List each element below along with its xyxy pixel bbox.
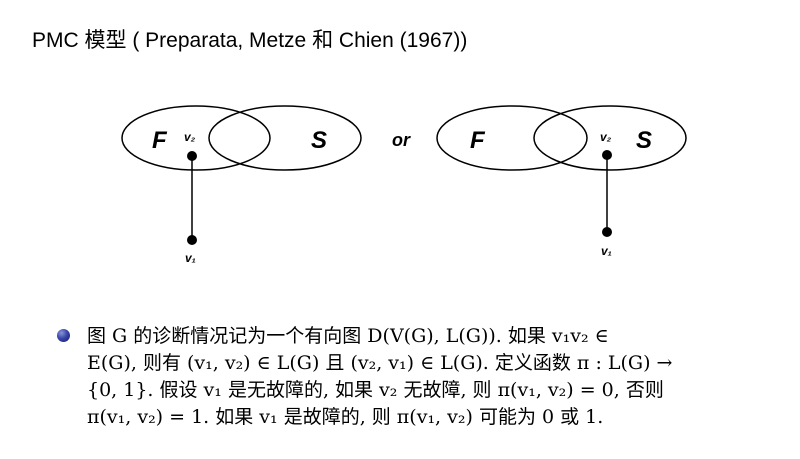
pmc-diagram: F S v₂ v₁ or F S v₂ v₁ [121,105,687,265]
definition-line: E(G), 则有 (v₁, v₂) ∈ L(G) 且 (v₂, v₁) ∈ L(… [87,352,673,374]
left-node-v1-label: v₁ [185,251,196,265]
right-node-v1 [602,227,612,237]
left-node-v2 [187,151,197,161]
left-node-v1 [187,235,197,245]
definition-line: {0, 1}. 假设 v₁ 是无故障的, 如果 v₂ 无故障, 则 π(v₁, … [87,379,664,401]
left-configuration: F S v₂ v₁ [121,105,362,265]
definition-line: 图 G 的诊断情况记为一个有向图 D(V(G), L(G)). 如果 v₁v₂ … [87,325,609,347]
definition-lines: 图 G 的诊断情况记为一个有向图 D(V(G), L(G)). 如果 v₁v₂ … [87,323,672,431]
right-node-v2-label: v₂ [600,130,612,144]
right-set-f-ellipse [436,105,588,171]
right-set-s-label: S [636,127,652,154]
right-set-f-label: F [470,127,486,154]
left-set-s-ellipse [208,105,362,171]
right-node-v1-label: v₁ [601,244,612,258]
right-node-v2 [602,150,612,160]
bullet-icon [57,329,70,342]
right-configuration: F S v₂ v₁ [436,105,687,258]
right-set-s-ellipse [533,105,687,171]
left-node-v2-label: v₂ [184,130,196,144]
left-set-f-label: F [152,127,168,154]
definition-line: π(v₁, v₂) = 1. 如果 v₁ 是故障的, 则 π(v₁, v₂) 可… [87,406,604,428]
left-set-f-ellipse [121,105,271,171]
left-set-s-label: S [311,127,327,154]
or-separator: or [392,130,411,150]
slide-title: PMC 模型 ( Preparata, Metze 和 Chien (1967)… [32,29,468,52]
